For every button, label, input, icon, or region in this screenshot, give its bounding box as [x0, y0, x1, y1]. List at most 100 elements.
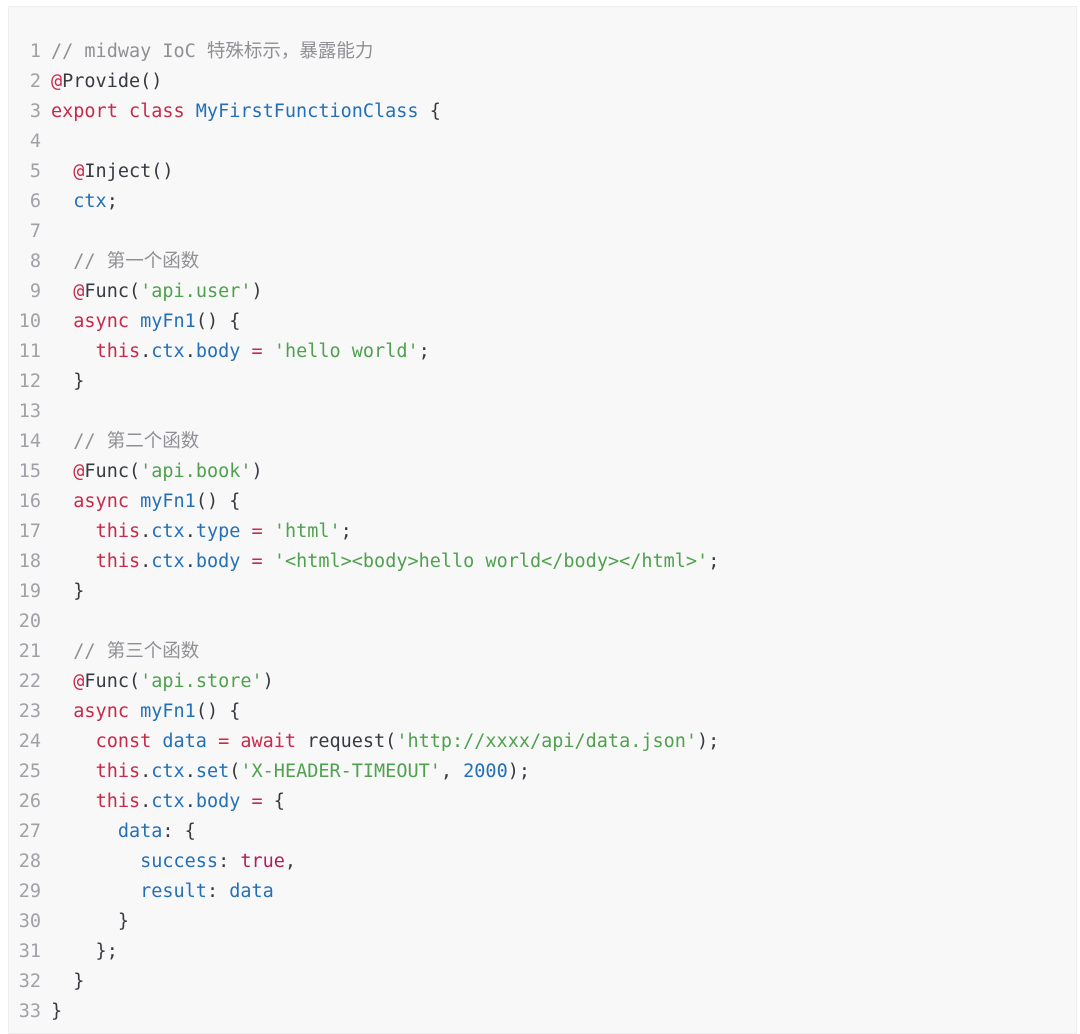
code-token-name: ctx	[151, 551, 185, 572]
code-line: 11 this.ctx.body = 'hello world';	[9, 337, 719, 367]
code-line: 23 async myFn1() {	[9, 697, 719, 727]
code-line: 4	[9, 127, 719, 157]
code-token-plain	[51, 821, 118, 842]
line-number: 11	[18, 341, 41, 362]
code-line: 31 };	[9, 937, 719, 967]
code-token-plain: () {	[195, 311, 241, 332]
code-token-plain	[51, 461, 73, 482]
code-token-plain	[207, 731, 218, 752]
code-line: 14 // 第二个函数	[9, 427, 719, 457]
code-token-keyword: this	[95, 521, 141, 542]
line-number: 31	[18, 941, 41, 962]
code-token-plain: :	[218, 851, 241, 872]
code-token-plain	[51, 701, 73, 722]
code-token-plain: }	[51, 581, 85, 602]
line-content: success: true,	[51, 847, 719, 877]
code-token-plain	[263, 521, 274, 542]
code-token-plain: (	[229, 761, 241, 782]
code-token-keyword: this	[95, 551, 141, 572]
code-token-string: 'html'	[273, 521, 341, 542]
line-number: 9	[29, 281, 41, 302]
line-content: ctx;	[51, 187, 719, 217]
line-number: 14	[18, 431, 41, 452]
code-line: 13	[9, 397, 719, 427]
code-token-plain: )	[251, 281, 263, 302]
line-number: 7	[29, 221, 41, 242]
code-token-plain: );	[697, 731, 720, 752]
code-token-plain: Inject()	[84, 161, 174, 182]
line-content: @Func('api.user')	[51, 277, 719, 307]
line-number: 15	[18, 461, 41, 482]
line-content: @Func('api.store')	[51, 667, 719, 697]
line-content: @Inject()	[51, 157, 719, 187]
code-token-plain	[51, 521, 96, 542]
line-content: // 第一个函数	[51, 247, 719, 277]
code-token-plain: };	[51, 941, 118, 962]
code-token-plain	[51, 161, 73, 182]
code-token-plain	[51, 881, 140, 902]
line-number: 24	[18, 731, 41, 752]
line-number: 19	[18, 581, 41, 602]
line-content	[51, 607, 719, 637]
line-number: 18	[18, 551, 41, 572]
code-token-plain: .	[140, 341, 152, 362]
code-token-keyword: =	[251, 791, 263, 812]
code-token-plain: ,	[440, 761, 464, 782]
code-token-plain: }	[51, 971, 85, 992]
line-content	[51, 127, 719, 157]
code-token-name: ctx	[151, 761, 185, 782]
code-token-comment: // 第一个函数	[73, 251, 200, 272]
code-line: 16 async myFn1() {	[9, 487, 719, 517]
code-token-plain	[240, 521, 251, 542]
code-token-plain: {	[418, 101, 441, 122]
code-token-plain: :	[206, 881, 230, 902]
code-token-plain: .	[184, 521, 196, 542]
code-token-keyword: @	[73, 281, 85, 302]
line-number: 20	[18, 611, 41, 632]
code-token-name: ctx	[73, 191, 107, 212]
line-content: const data = await request('http://xxxx/…	[51, 727, 720, 757]
code-token-keyword: this	[95, 341, 141, 362]
code-token-name: ctx	[151, 791, 185, 812]
code-token-plain	[51, 851, 140, 872]
line-number: 8	[29, 251, 41, 272]
line-number: 33	[18, 1001, 41, 1022]
code-token-comment: // 第二个函数	[73, 431, 200, 452]
line-number: 21	[18, 641, 41, 662]
line-content	[51, 397, 719, 427]
code-line: 17 this.ctx.type = 'html';	[9, 517, 719, 547]
line-content: data: {	[51, 817, 719, 847]
code-token-plain	[51, 281, 73, 302]
line-content	[51, 217, 719, 247]
code-token-keyword: async	[73, 491, 141, 512]
code-token-name: body	[195, 551, 241, 572]
line-content: };	[51, 937, 719, 967]
code-token-string: 'api.book'	[140, 461, 252, 482]
code-line: 19 }	[9, 577, 719, 607]
code-token-plain: ,	[284, 851, 297, 872]
code-token-name: body	[195, 341, 241, 362]
code-token-plain: .	[184, 551, 196, 572]
line-number: 17	[18, 521, 41, 542]
code-token-keyword: export class	[51, 101, 196, 122]
code-token-keyword: =	[251, 341, 263, 362]
line-number: 29	[18, 881, 41, 902]
code-token-plain	[51, 671, 73, 692]
code-token-plain	[240, 551, 251, 572]
code-token-plain	[240, 791, 251, 812]
code-token-keyword: async	[73, 311, 141, 332]
code-line: 30 }	[9, 907, 719, 937]
code-token-string: 'api.store'	[140, 671, 263, 692]
code-line: 15 @Func('api.book')	[9, 457, 719, 487]
code-token-name: success	[140, 851, 219, 872]
code-token-name: data	[117, 821, 163, 842]
line-number: 2	[29, 71, 41, 92]
code-token-plain: .	[140, 791, 152, 812]
code-line: 32 }	[9, 967, 719, 997]
code-token-plain: request(	[296, 731, 397, 752]
code-token-plain	[51, 491, 73, 512]
code-token-name: myFn1	[140, 311, 196, 332]
